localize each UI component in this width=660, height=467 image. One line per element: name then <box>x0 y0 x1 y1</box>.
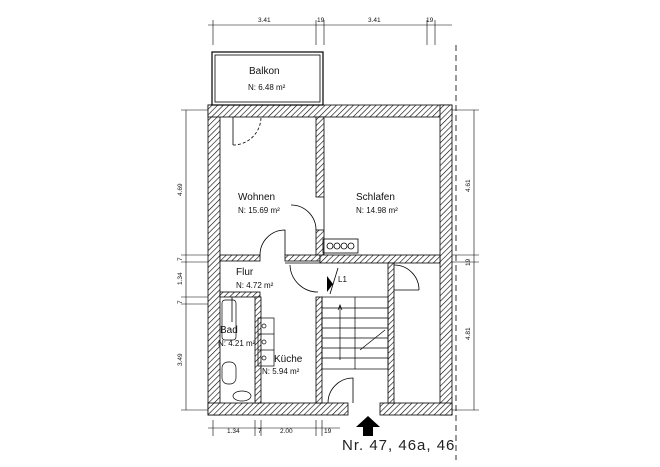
dim-left-5: 3.49 <box>177 353 184 366</box>
dim-left-3: 1.34 <box>177 272 184 285</box>
dimension-right: 4.61 19 4.81 <box>452 109 479 411</box>
stair-label: L1 <box>338 275 347 284</box>
dim-left-4: 7 <box>177 300 184 304</box>
stairs <box>321 296 389 370</box>
room-name-flur: Flur <box>236 267 254 278</box>
dimension-top: 3.41 19 3.41 19 <box>208 17 452 45</box>
dim-bottom-3: 2.00 <box>280 428 293 435</box>
room-labels: Balkon N: 6.48 m² Wohnen N: 15.69 m² Sch… <box>218 66 398 376</box>
doors <box>231 116 420 404</box>
dim-left-1: 4.69 <box>177 183 184 196</box>
room-name-kueche: Küche <box>274 354 303 365</box>
dim-bottom-2: 7 <box>258 428 262 435</box>
bathroom-fixtures <box>221 299 275 402</box>
room-area-flur: N: 4.72 m² <box>236 281 274 290</box>
walls <box>207 104 453 416</box>
entrance-arrow-icon <box>356 416 380 436</box>
balcony <box>211 51 324 106</box>
room-area-bad: N: 4.21 m² <box>218 339 256 348</box>
dim-right-2: 19 <box>465 258 472 266</box>
dim-top-2: 19 <box>317 17 325 24</box>
stove-icon <box>322 238 359 254</box>
dim-top-1: 3.41 <box>258 17 271 24</box>
stair-direction-icon <box>327 267 339 295</box>
room-name-balkon: Balkon <box>249 66 280 77</box>
dimension-bottom: 1.34 7 2.00 19 <box>208 420 340 436</box>
dim-bottom-4: 19 <box>324 428 332 435</box>
room-area-kueche: N: 5.94 m² <box>262 367 300 376</box>
dim-top-3: 3.41 <box>368 17 381 24</box>
dim-right-1: 4.61 <box>465 179 472 192</box>
room-name-bad: Bad <box>220 325 238 336</box>
room-name-wohnen: Wohnen <box>238 192 275 203</box>
room-area-wohnen: N: 15.69 m² <box>238 206 280 215</box>
room-area-schlafen: N: 14.98 m² <box>356 206 398 215</box>
dim-left-2: 7 <box>177 257 184 261</box>
address-label: Nr. 47, 46a, 46 <box>342 437 455 454</box>
dim-bottom-1: 1.34 <box>227 428 240 435</box>
room-name-schlafen: Schlafen <box>356 192 395 203</box>
room-area-balkon: N: 6.48 m² <box>248 83 286 92</box>
dimension-left: 4.69 7 1.34 7 3.49 <box>177 109 208 411</box>
dim-top-4: 19 <box>426 17 434 24</box>
dim-right-3: 4.81 <box>465 327 472 340</box>
